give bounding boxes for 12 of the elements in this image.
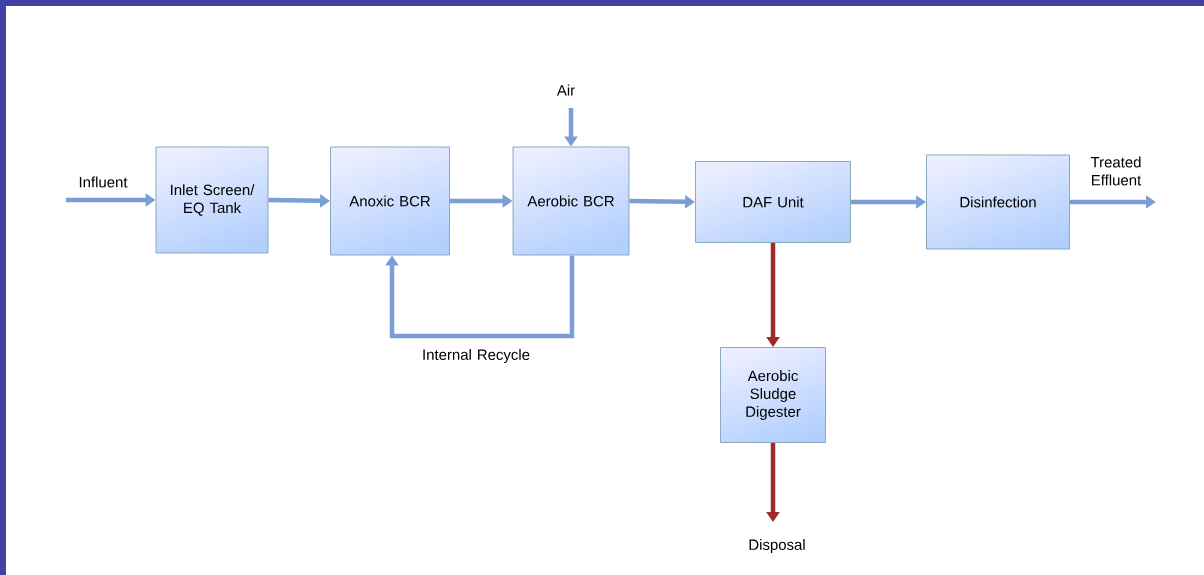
- arrow: [385, 255, 575, 339]
- edge-label: Treated Effluent: [1090, 156, 1142, 186]
- edge-label: Disposal: [749, 539, 805, 553]
- process-box: Aerobic BCR: [512, 146, 630, 256]
- process-box: Inlet Screen/ EQ Tank: [155, 146, 269, 254]
- process-box: Disinfection: [926, 154, 1070, 250]
- edge-label: Air: [556, 84, 575, 96]
- process-box: Aerobic Sludge Digester: [720, 347, 826, 443]
- edge-label: Internal Recycle: [423, 349, 530, 363]
- edge-label: Influent: [79, 176, 128, 188]
- process-box: Anoxic BCR: [330, 146, 450, 256]
- process-box: DAF Unit: [695, 161, 851, 243]
